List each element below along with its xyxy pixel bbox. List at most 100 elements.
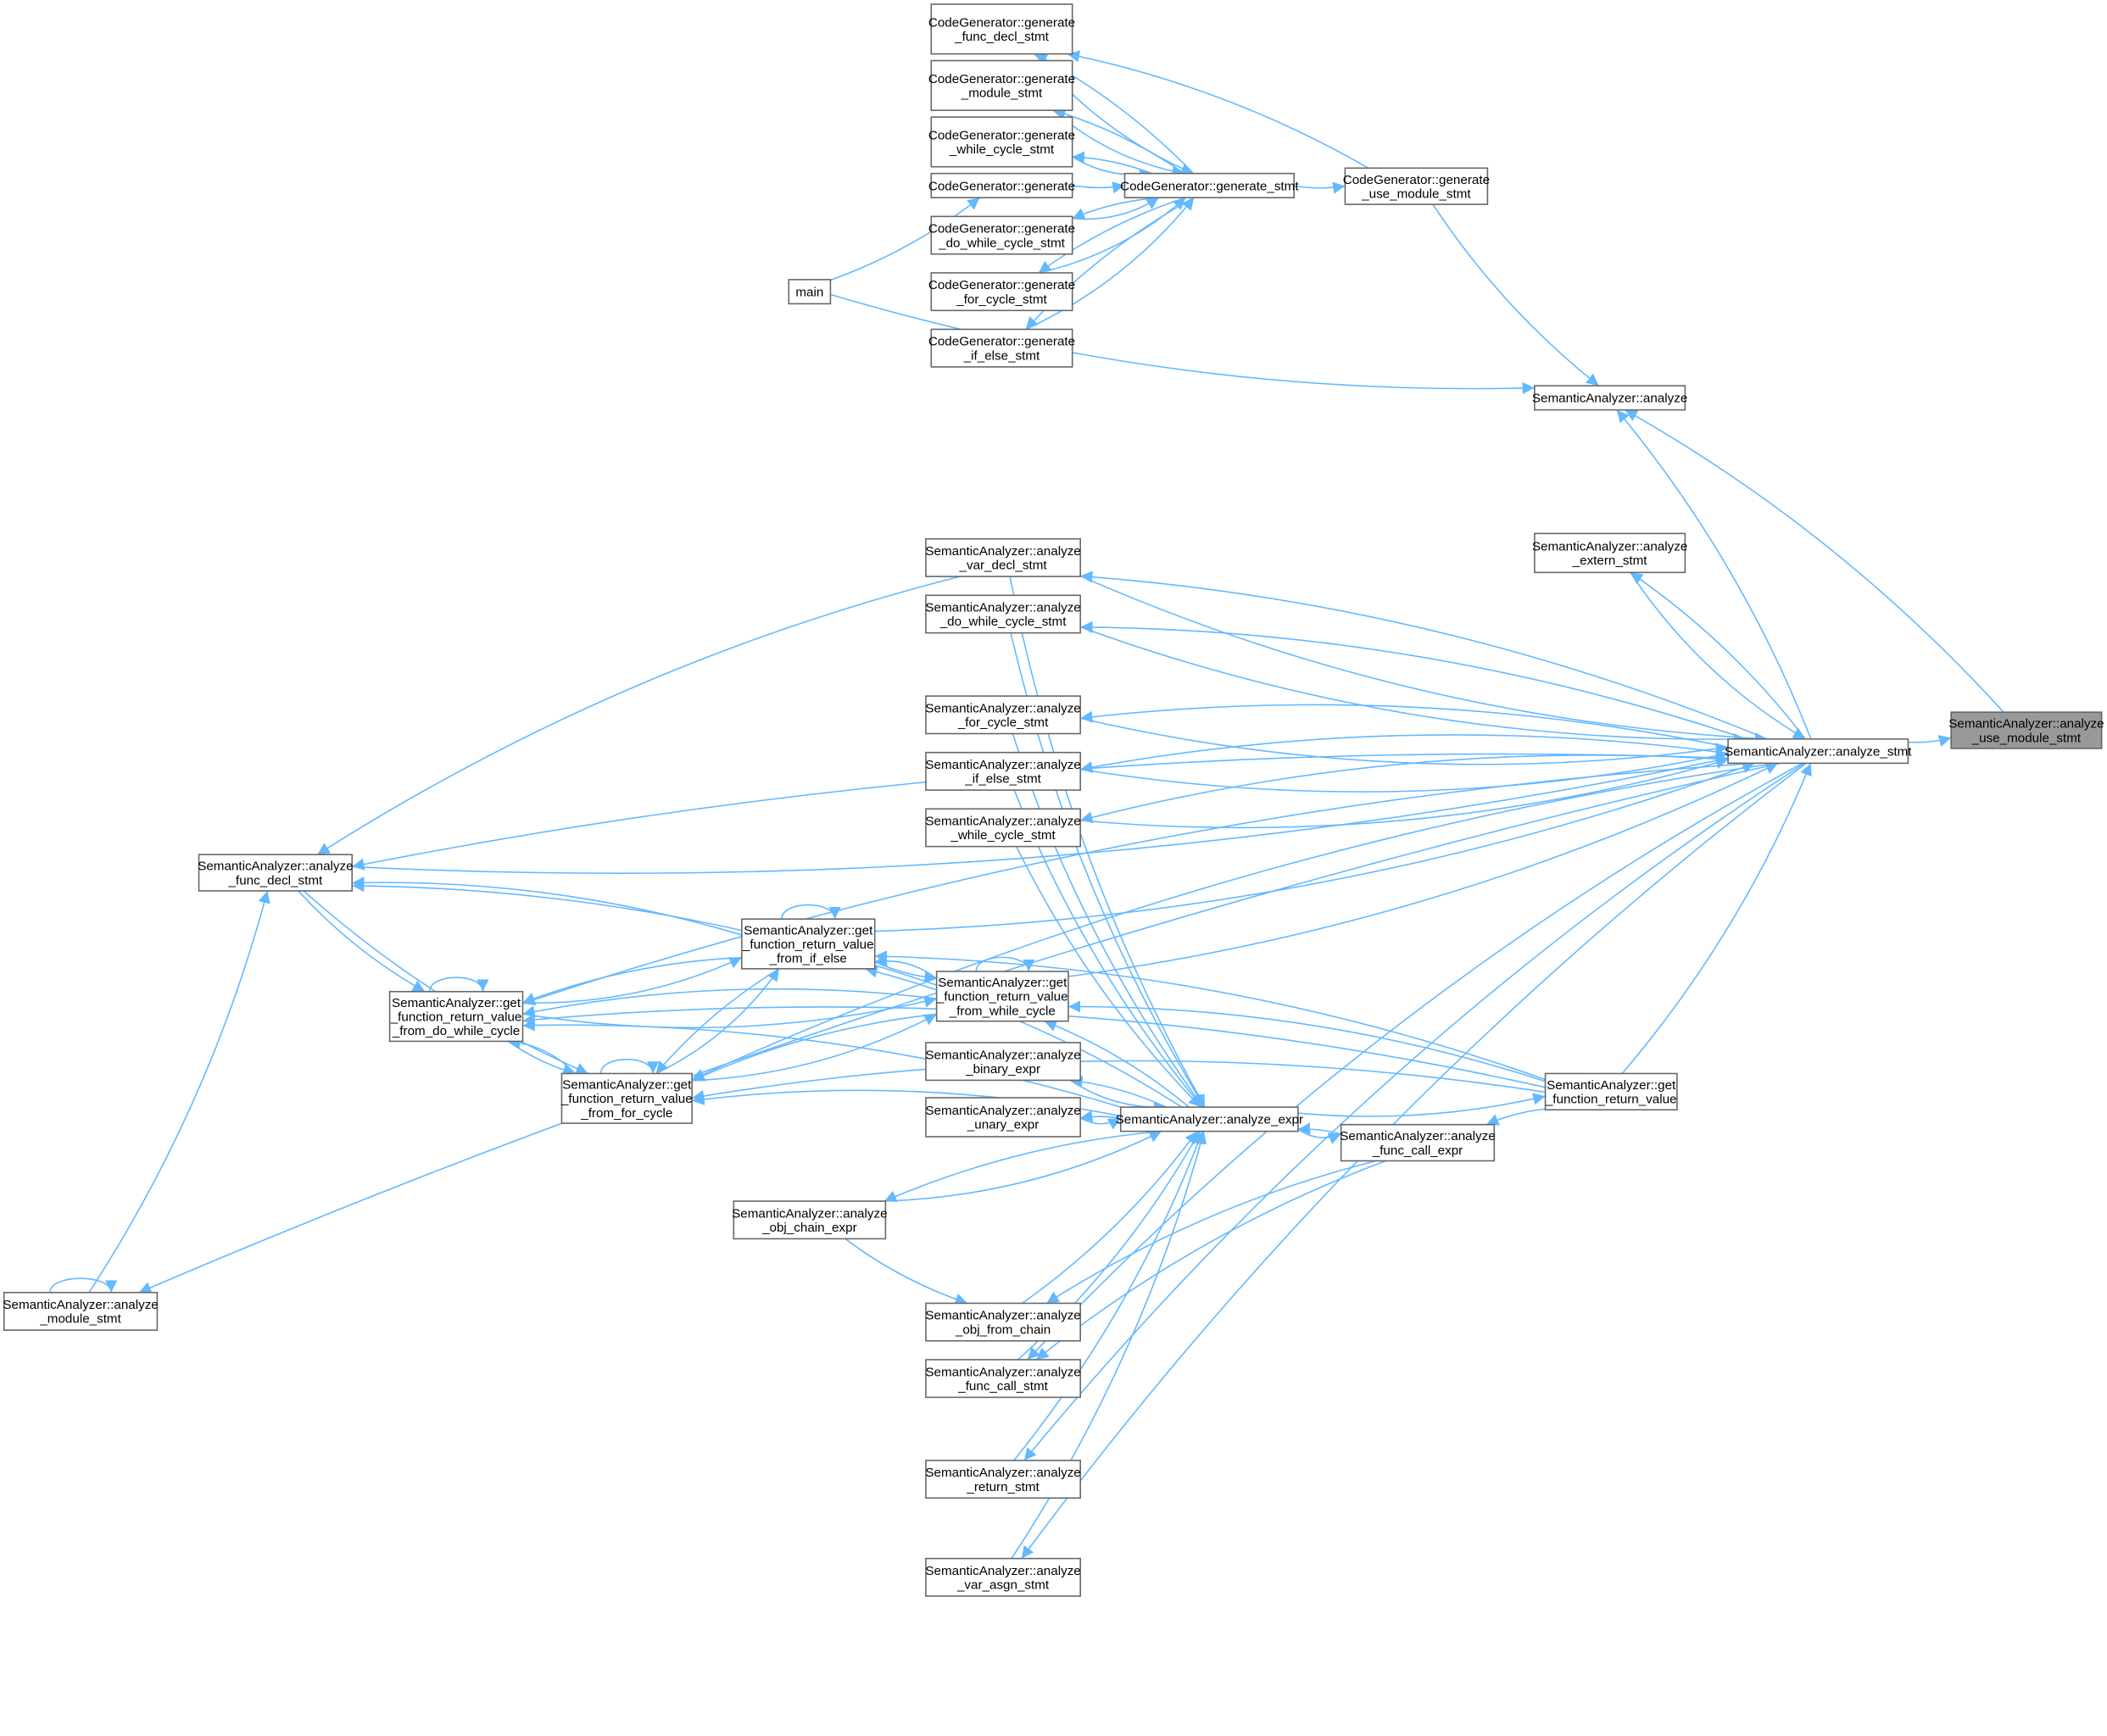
node-box <box>930 116 1073 168</box>
edge-ffor-to-fdow <box>508 1036 576 1075</box>
edge-fwhile-to-fif <box>874 954 938 980</box>
node-label: SemanticAnalyzer::analyze <box>1532 539 1687 554</box>
node-label: _func_call_stmt <box>957 1379 1048 1394</box>
edge-cg_stmt-to-cg_mod <box>1053 108 1185 175</box>
edge-self-ffor <box>599 1059 660 1074</box>
edge-use-to-sa_an <box>1625 409 2004 713</box>
graph-node-extern[interactable]: SemanticAnalyzer::analyze_extern_stmt <box>1532 532 1687 574</box>
node-label: _do_while_cycle_stmt <box>938 236 1066 250</box>
graph-node-if[interactable]: SemanticAnalyzer::analyze_if_else_stmt <box>925 751 1081 791</box>
graph-node-expr[interactable]: SemanticAnalyzer::analyze_expr <box>1116 1106 1303 1132</box>
graph-node-use[interactable]: SemanticAnalyzer::analyze_use_module_stm… <box>1948 711 2104 749</box>
node-box <box>1344 167 1489 205</box>
graph-node-objchain[interactable]: SemanticAnalyzer::analyze_obj_chain_expr <box>732 1200 888 1240</box>
graph-node-unary[interactable]: SemanticAnalyzer::analyze_unary_expr <box>925 1097 1081 1138</box>
edge-grv-to-stmt <box>1621 763 1812 1074</box>
edge-expr-to-binary <box>1070 1075 1167 1108</box>
node-label: SemanticAnalyzer::get <box>744 923 873 938</box>
graph-node-objfrom[interactable]: SemanticAnalyzer::analyze_obj_from_chain <box>925 1302 1081 1342</box>
edge-cg_use-to-sa_an <box>1432 203 1600 387</box>
graph-node-dow[interactable]: SemanticAnalyzer::analyze_do_while_cycle… <box>925 594 1081 634</box>
graph-node-asgn[interactable]: SemanticAnalyzer::analyze_var_asgn_stmt <box>925 1557 1081 1597</box>
graph-node-fif[interactable]: SemanticAnalyzer::get_function_return_va… <box>741 918 876 970</box>
graph-node-fce[interactable]: SemanticAnalyzer::analyze_func_call_expr <box>1340 1123 1496 1162</box>
graph-node-grv[interactable]: SemanticAnalyzer::get_function_return_va… <box>1544 1072 1678 1111</box>
edge-stmt-to-vardecl <box>1080 570 1768 740</box>
edge-stmt-to-fcs <box>1027 762 1803 1360</box>
edge-fif-to-ffor <box>655 968 780 1074</box>
graph-node-while[interactable]: SemanticAnalyzer::analyze_while_cycle_st… <box>925 808 1081 848</box>
graph-node-cg-gen[interactable]: CodeGenerator::generate <box>928 172 1075 198</box>
node-box <box>1123 172 1295 198</box>
node-box <box>925 1557 1081 1597</box>
node-box <box>3 1292 159 1331</box>
graph-node-cg-while[interactable]: CodeGenerator::generate_while_cycle_stmt <box>928 116 1075 168</box>
graph-node-modst[interactable]: SemanticAnalyzer::analyze_module_stmt <box>3 1292 159 1331</box>
graph-node-for[interactable]: SemanticAnalyzer::analyze_for_cycle_stmt <box>925 695 1081 735</box>
graph-node-sa-an[interactable]: SemanticAnalyzer::analyze <box>1532 385 1687 411</box>
node-label: CodeGenerator::generate <box>928 128 1075 142</box>
node-label: _for_cycle_stmt <box>956 292 1047 307</box>
edge-ret-to-expr <box>1013 1131 1204 1461</box>
node-label: CodeGenerator::generate <box>928 222 1075 236</box>
node-label: _obj_chain_expr <box>761 1221 857 1235</box>
node-box <box>925 1302 1081 1342</box>
node-label: CodeGenerator::generate <box>1343 173 1490 187</box>
edge-fif-to-stmt <box>874 761 1755 932</box>
nodes-layer: CodeGenerator::generate_func_decl_stmtCo… <box>3 3 2104 1597</box>
edge-asgn-to-expr <box>1011 1131 1207 1560</box>
edge-vardecl-to-stmt <box>1079 575 1768 745</box>
node-label: _extern_stmt <box>1572 554 1648 568</box>
node-label: _module_stmt <box>961 86 1043 101</box>
edge-cg_stmt-to-cg_for <box>1038 197 1186 274</box>
graph-node-fcs[interactable]: SemanticAnalyzer::analyze_func_call_stmt <box>925 1359 1081 1399</box>
node-label: SemanticAnalyzer::analyze <box>925 544 1080 559</box>
node-label: SemanticAnalyzer::analyze <box>925 1365 1080 1379</box>
edge-cg_use-to-cg_fd <box>1067 50 1369 169</box>
node-label: _var_asgn_stmt <box>956 1577 1050 1592</box>
node-label: SemanticAnalyzer::analyze <box>925 701 1080 715</box>
graph-node-cg-for[interactable]: CodeGenerator::generate_for_cycle_stmt <box>928 272 1075 312</box>
edge-expr-to-grv <box>1297 1093 1546 1117</box>
edge-self-modst <box>49 1277 118 1293</box>
graph-node-fwhile[interactable]: SemanticAnalyzer::get_function_return_va… <box>935 971 1069 1022</box>
edge-objfrom-to-expr <box>1022 1131 1198 1305</box>
node-label: SemanticAnalyzer::analyze_stmt <box>1725 745 1912 760</box>
node-label: _function_return_value <box>1545 1093 1677 1107</box>
node-label: SemanticAnalyzer::analyze <box>198 860 353 874</box>
graph-node-funcdecl[interactable]: SemanticAnalyzer::analyze_func_decl_stmt <box>198 854 354 892</box>
graph-node-cg-fd[interactable]: CodeGenerator::generate_func_decl_stmt <box>928 3 1075 55</box>
node-label: CodeGenerator::generate <box>928 278 1075 292</box>
graph-node-main[interactable]: main <box>788 279 832 305</box>
graph-node-ffor[interactable]: SemanticAnalyzer::get_function_return_va… <box>560 1072 693 1124</box>
graph-node-stmt[interactable]: SemanticAnalyzer::analyze_stmt <box>1725 738 1912 765</box>
edge-stmt-to-while <box>1079 754 1729 824</box>
graph-node-vardecl[interactable]: SemanticAnalyzer::analyze_var_decl_stmt <box>925 537 1081 577</box>
node-label: _binary_expr <box>965 1062 1040 1077</box>
node-label: SemanticAnalyzer::analyze <box>925 1309 1080 1323</box>
edge-grv-to-fwhile <box>1067 1000 1546 1082</box>
graph-node-ret[interactable]: SemanticAnalyzer::analyze_return_stmt <box>925 1460 1081 1500</box>
graph-node-binary[interactable]: SemanticAnalyzer::analyze_binary_expr <box>925 1042 1081 1082</box>
edge-stmt-to-if <box>1080 734 1729 774</box>
node-label: SemanticAnalyzer::analyze <box>925 1104 1080 1118</box>
graph-node-cg-dow[interactable]: CodeGenerator::generate_do_while_cycle_s… <box>928 215 1075 255</box>
edge-stmt-to-ret <box>1023 762 1805 1461</box>
graph-node-cg-stmt[interactable]: CodeGenerator::generate_stmt <box>1120 172 1299 198</box>
edge-modst-to-funcdecl <box>88 890 270 1294</box>
edge-if-to-stmt <box>1080 749 1729 793</box>
node-box <box>560 1072 693 1124</box>
edge-fdow-to-fwhile <box>522 995 937 1029</box>
node-box <box>925 594 1081 634</box>
edge-funcdecl-to-ffor <box>303 890 589 1075</box>
graph-node-cg-mod[interactable]: CodeGenerator::generate_module_stmt <box>928 59 1075 111</box>
edge-stmt-to-sa_an <box>1616 409 1812 740</box>
node-label: SemanticAnalyzer::analyze <box>925 1564 1080 1578</box>
node-box <box>1950 711 2103 749</box>
graph-node-fdow[interactable]: SemanticAnalyzer::get_function_return_va… <box>388 991 524 1043</box>
graph-node-cg-use[interactable]: CodeGenerator::generate_use_module_stmt <box>1343 167 1490 205</box>
node-label: _from_if_else <box>769 952 847 966</box>
node-label: _func_decl_stmt <box>954 30 1049 44</box>
graph-node-cg-if[interactable]: CodeGenerator::generate_if_else_stmt <box>928 328 1075 368</box>
